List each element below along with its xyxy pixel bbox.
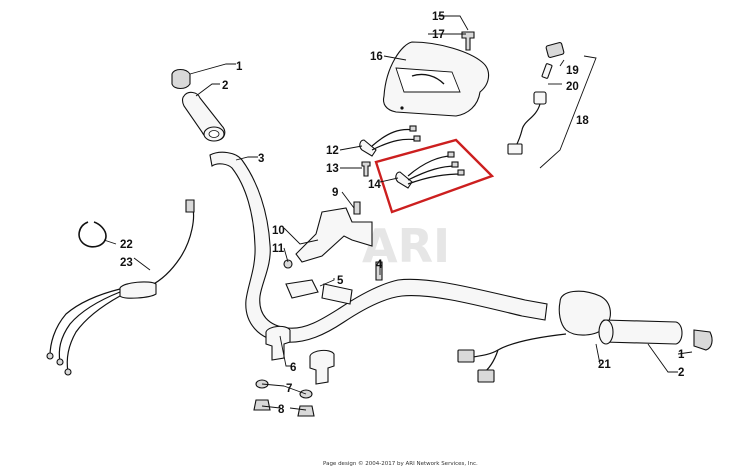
heater-wire-upper[interactable] bbox=[359, 125, 421, 157]
callout-2-left[interactable]: 2 bbox=[222, 80, 228, 92]
pod-mount-dot bbox=[400, 106, 404, 110]
cable-adjuster[interactable] bbox=[119, 281, 157, 299]
switch-harness-assembly[interactable] bbox=[507, 42, 597, 169]
callout-18[interactable]: 18 bbox=[576, 115, 589, 127]
left-grip-assembly[interactable] bbox=[171, 68, 226, 142]
callout-1-right[interactable]: 1 bbox=[678, 349, 685, 361]
wire-terminal bbox=[457, 169, 465, 176]
cable-end-b bbox=[64, 368, 72, 376]
leader-lines bbox=[103, 15, 693, 411]
switch-body[interactable] bbox=[541, 63, 553, 79]
switch-housing[interactable] bbox=[533, 91, 547, 105]
clamp-caps[interactable] bbox=[285, 261, 383, 305]
harness-connector-a[interactable] bbox=[457, 349, 475, 363]
callout-11[interactable]: 11 bbox=[272, 243, 285, 255]
arctic-cat-logo-icon bbox=[411, 73, 445, 85]
cable-end bbox=[185, 199, 195, 213]
callout-19[interactable]: 19 bbox=[566, 65, 579, 77]
upper-clamp-cap-left[interactable] bbox=[285, 279, 319, 299]
heater-screw[interactable] bbox=[361, 161, 371, 177]
highlight-box bbox=[374, 138, 495, 214]
callout-3[interactable]: 3 bbox=[258, 153, 264, 165]
callout-22[interactable]: 22 bbox=[120, 239, 133, 251]
callout-14[interactable]: 14 bbox=[368, 179, 381, 191]
copyright-footer: Page design © 2004-2017 by ARI Network S… bbox=[323, 460, 478, 467]
riser-nut-left[interactable] bbox=[253, 399, 271, 411]
cable-end-c bbox=[46, 352, 54, 360]
mount-bracket[interactable] bbox=[295, 207, 373, 263]
callout-20[interactable]: 20 bbox=[566, 81, 579, 93]
instrument-display-window bbox=[395, 67, 461, 93]
callout-6[interactable]: 6 bbox=[290, 362, 296, 374]
handlebar[interactable] bbox=[209, 151, 548, 343]
switch-harness-wire bbox=[515, 103, 541, 147]
right-grip-assembly[interactable] bbox=[598, 319, 713, 351]
throttle-harness-wire bbox=[467, 333, 567, 359]
riser-assembly[interactable] bbox=[253, 325, 335, 417]
riser-nut-right[interactable] bbox=[297, 405, 315, 417]
switch-cap[interactable] bbox=[545, 42, 565, 58]
callout-5[interactable]: 5 bbox=[337, 275, 344, 287]
callout-21[interactable]: 21 bbox=[598, 359, 611, 371]
instrument-pod-assembly[interactable] bbox=[382, 31, 490, 117]
callout-12[interactable]: 12 bbox=[326, 145, 339, 157]
heater-switch-upper[interactable] bbox=[359, 139, 377, 157]
throttle-cable-assembly[interactable] bbox=[46, 199, 195, 376]
callout-2-right[interactable]: 2 bbox=[678, 367, 684, 379]
callout-15[interactable]: 15 bbox=[432, 11, 445, 23]
wire-terminal bbox=[413, 135, 421, 142]
switch-harness-connector[interactable] bbox=[507, 143, 523, 155]
upper-clamp-cap-right[interactable] bbox=[321, 283, 353, 305]
callout-13[interactable]: 13 bbox=[326, 163, 339, 175]
callout-10[interactable]: 10 bbox=[272, 225, 285, 237]
throttle-cable bbox=[149, 205, 195, 287]
heater-switch-lower[interactable] bbox=[395, 171, 413, 189]
wire-terminal bbox=[447, 151, 455, 158]
heater-wire-lower[interactable] bbox=[395, 151, 465, 189]
riser-left[interactable] bbox=[265, 325, 291, 361]
right-grip-end-cap[interactable] bbox=[693, 329, 713, 351]
left-grip-end-cap[interactable] bbox=[171, 68, 191, 90]
throttle-switch-housing[interactable] bbox=[457, 290, 611, 383]
callout-16[interactable]: 16 bbox=[370, 51, 383, 63]
wire-terminal bbox=[409, 125, 417, 132]
bracket-bolt[interactable] bbox=[353, 201, 361, 215]
callout-labels: 1 2 3 4 5 6 7 8 9 10 11 12 13 14 15 16 1… bbox=[120, 11, 685, 416]
callout-4[interactable]: 4 bbox=[376, 259, 383, 271]
right-grip-flange bbox=[598, 319, 614, 345]
callout-8[interactable]: 8 bbox=[278, 404, 285, 416]
mount-bracket-assembly[interactable] bbox=[283, 201, 373, 269]
callout-1-left[interactable]: 1 bbox=[236, 61, 243, 73]
callout-9[interactable]: 9 bbox=[332, 187, 338, 199]
pod-screw[interactable] bbox=[461, 31, 475, 51]
left-grip-bore bbox=[208, 130, 220, 138]
bracket-18 bbox=[539, 55, 597, 169]
riser-right[interactable] bbox=[309, 349, 335, 385]
harness-connector-b[interactable] bbox=[477, 369, 495, 383]
callout-17[interactable]: 17 bbox=[432, 29, 445, 41]
bracket-nut[interactable] bbox=[283, 259, 293, 269]
callout-23[interactable]: 23 bbox=[120, 257, 133, 269]
wire-terminal bbox=[451, 161, 459, 168]
callout-7[interactable]: 7 bbox=[286, 383, 292, 395]
cable-clip[interactable] bbox=[78, 221, 107, 248]
cable-end-a bbox=[56, 358, 64, 366]
